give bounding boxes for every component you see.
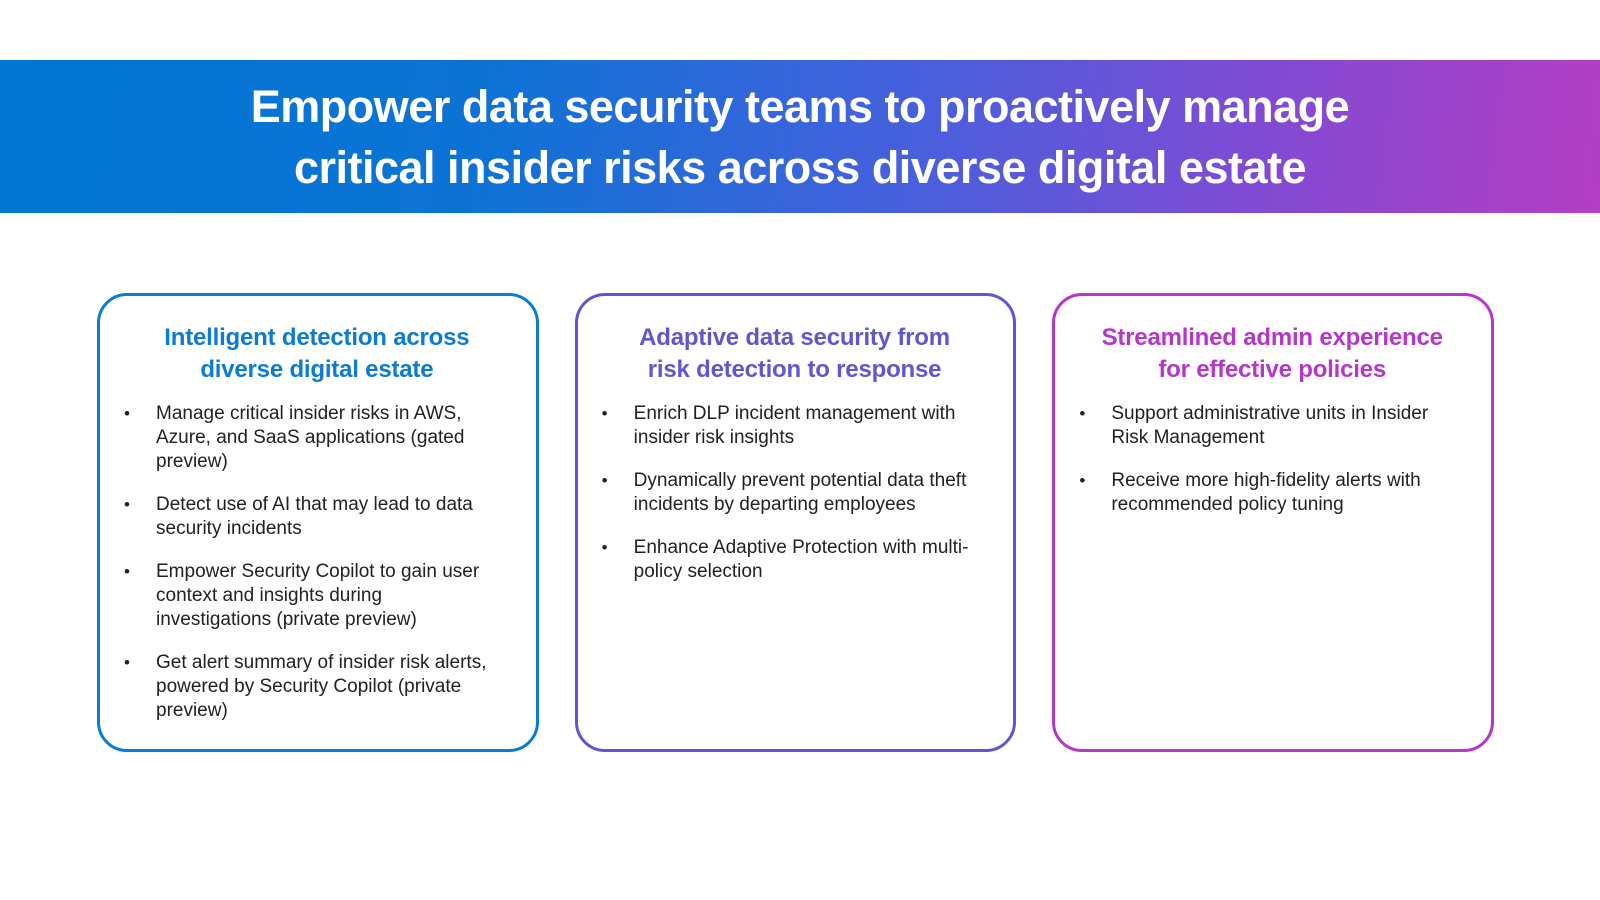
bullet-text: Detect use of AI that may lead to data s… [156,494,473,539]
bullet-item: • Get alert summary of insider risk aler… [124,651,510,723]
bullet-text: Receive more high-fidelity alerts with r… [1111,470,1421,515]
bullet-icon: • [124,495,130,514]
banner: Empower data security teams to proactive… [0,60,1600,213]
bullet-list: • Support administrative units in Inside… [1079,402,1465,517]
feature-card-streamlined-admin: Streamlined admin experience for effecti… [1052,293,1495,752]
bullet-item: • Empower Security Copilot to gain user … [124,560,510,632]
bullet-item: • Receive more high-fidelity alerts with… [1079,469,1465,517]
bullet-item: • Enrich DLP incident management with in… [602,402,988,450]
bullet-text: Enhance Adaptive Protection with multi- … [633,537,969,582]
card-title-line-2: for effective policies [1158,356,1387,383]
bullet-text: Support administrative units in Insider … [1111,403,1429,448]
bullet-text: Dynamically prevent potential data theft… [633,470,967,515]
card-title: Adaptive data security from risk detecti… [602,322,988,386]
bullet-item: • Enhance Adaptive Protection with multi… [602,536,988,584]
bullet-text: Manage critical insider risks in AWS, Az… [156,403,465,472]
bullet-icon: • [601,404,608,423]
card-title: Streamlined admin experience for effecti… [1079,322,1465,386]
bullet-item: • Support administrative units in Inside… [1079,402,1465,450]
card-title-line-1: Streamlined admin experience [1101,324,1443,351]
bullet-icon: • [1079,404,1086,423]
feature-cards-row: Intelligent detection across diverse dig… [97,293,1495,752]
bullet-icon: • [124,653,130,672]
bullet-text: Enrich DLP incident management with insi… [633,403,956,448]
bullet-item: • Detect use of AI that may lead to data… [124,493,510,541]
card-title-line-1: Intelligent detection across [164,324,470,351]
card-title-line-2: diverse digital estate [200,356,434,383]
card-title: Intelligent detection across diverse dig… [124,322,510,386]
bullet-list: • Enrich DLP incident management with in… [602,402,988,584]
banner-title-line-1: Empower data security teams to proactive… [250,80,1350,132]
bullet-list: • Manage critical insider risks in AWS, … [124,402,510,723]
feature-card-intelligent-detection: Intelligent detection across diverse dig… [97,293,539,752]
bullet-icon: • [601,538,608,557]
bullet-item: • Dynamically prevent potential data the… [602,469,988,517]
bullet-item: • Manage critical insider risks in AWS, … [124,402,510,474]
bullet-icon: • [124,562,130,581]
bullet-icon: • [124,404,130,423]
feature-card-adaptive-data-security: Adaptive data security from risk detecti… [574,293,1017,752]
bullet-icon: • [601,471,608,490]
bullet-icon: • [1079,471,1086,490]
banner-title-line-2: critical insider risks across diverse di… [293,141,1307,193]
card-title-line-1: Adaptive data security from [639,324,950,351]
bullet-text: Get alert summary of insider risk alerts… [156,652,487,721]
card-title-line-2: risk detection to response [647,356,942,383]
bullet-text: Empower Security Copilot to gain user co… [156,561,480,630]
